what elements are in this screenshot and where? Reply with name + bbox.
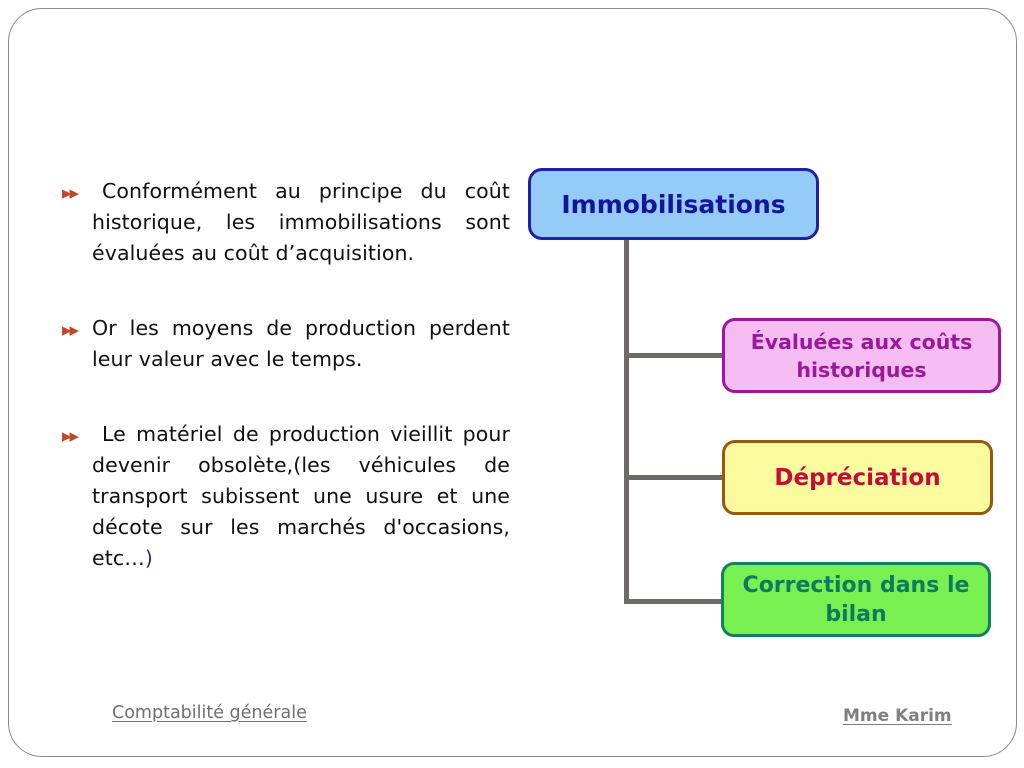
connector-trunk: [624, 238, 629, 604]
diagram-node-correction-bilan[interactable]: Correction dans le bilan: [721, 562, 991, 637]
list-item: ▸▸ Or les moyens de production perdent l…: [62, 313, 510, 375]
diagram-node-evaluees-couts-historiques[interactable]: Évaluées aux coûts historiques: [722, 318, 1001, 393]
list-item: ▸▸ Le matériel de production vieillit po…: [62, 419, 510, 574]
footer-course-title: Comptabilité générale: [112, 703, 307, 723]
diagram-node-immobilisations[interactable]: Immobilisations: [528, 168, 819, 240]
bullet-arrow-icon: ▸▸: [62, 182, 79, 204]
connector-branch-1: [624, 353, 724, 358]
bullet-text-obsolescence: Le matériel de production vieillit pour …: [92, 419, 510, 574]
bullet-arrow-icon: ▸▸: [62, 319, 79, 341]
bullet-text-obsolescence-tail: ): [144, 546, 153, 570]
bullet-arrow-icon: ▸▸: [62, 425, 79, 447]
bullet-text-cout-historique: Conformément au principe du coût histori…: [92, 179, 510, 265]
connector-branch-2: [624, 475, 724, 480]
diagram-node-depreciation[interactable]: Dépréciation: [722, 440, 993, 515]
bullet-list: ▸▸ Conformément au principe du coût hist…: [62, 176, 510, 574]
immobilisations-diagram: Immobilisations Évaluées aux coûts histo…: [520, 160, 1016, 650]
list-item: ▸▸ Conformément au principe du coût hist…: [62, 176, 510, 269]
footer-author: Mme Karim: [843, 706, 952, 726]
bullet-text-obsolescence-main: Le matériel de production vieillit pour …: [92, 422, 510, 570]
connector-branch-3: [624, 599, 724, 604]
bullet-text-perte-valeur: Or les moyens de production perdent leur…: [92, 316, 510, 371]
